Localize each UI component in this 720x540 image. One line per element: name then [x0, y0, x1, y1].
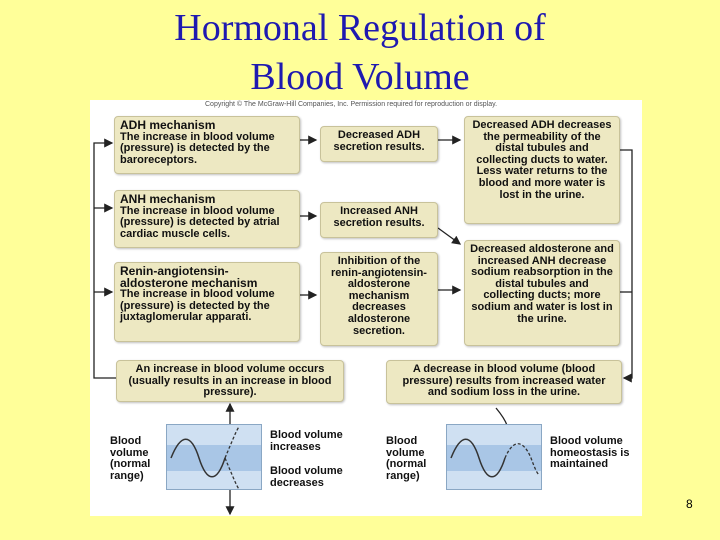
arrow-anhresult-to-aldo: [437, 227, 462, 245]
right-graph-result-label: Blood volume homeostasis is maintained: [550, 435, 630, 471]
adh-result-box: Decreased ADH secretion results.: [320, 126, 438, 162]
anh-mechanism-box: ANH mechanism The increase in blood volu…: [114, 190, 300, 248]
renin-text: The increase in blood volume (pressure) …: [120, 288, 275, 324]
right-wave-line: [450, 438, 540, 478]
left-graph-axis-label: Blood volume (normal range): [110, 435, 151, 482]
left-graph-decrease-label: Blood volume decreases: [270, 465, 343, 489]
anh-text: The increase in blood volume (pressure) …: [120, 204, 280, 240]
adh-heading: ADH mechanism: [120, 118, 216, 132]
left-normal-range-band: [167, 445, 261, 471]
right-feedback-line: [620, 149, 633, 383]
adh-mechanism-box: ADH mechanism The increase in blood volu…: [114, 116, 300, 174]
adh-effect-box: Decreased ADH decreases the permeability…: [464, 116, 620, 224]
renin-mechanism-box: Renin-angiotensin-aldosterone mechanism …: [114, 262, 300, 342]
blood-volume-decrease-box: A decrease in blood volume (blood pressu…: [386, 360, 622, 404]
slide-title-line2: Blood Volume: [250, 56, 470, 98]
left-wave-line: [170, 426, 240, 490]
blood-volume-increase-box: An increase in blood volume occurs (usua…: [116, 360, 344, 402]
right-graph-axis-label: Blood volume (normal range): [386, 435, 427, 482]
left-graph-increase-label: Blood volume increases: [270, 429, 343, 453]
left-volume-graph: [166, 424, 262, 490]
right-normal-range-band: [447, 445, 541, 471]
aldosterone-effect-box: Decreased aldosterone and increased ANH …: [464, 240, 620, 346]
copyright-notice: Copyright © The McGraw-Hill Companies, I…: [205, 101, 498, 108]
anh-result-box: Increased ANH secretion results.: [320, 202, 438, 238]
renin-heading: Renin-angiotensin-aldosterone mechanism: [120, 264, 258, 290]
anh-heading: ANH mechanism: [120, 192, 216, 206]
page-number: 8: [686, 497, 693, 511]
right-volume-graph: [446, 424, 542, 490]
adh-text: The increase in blood volume (pressure) …: [120, 130, 275, 166]
left-feedback-line: [93, 138, 116, 379]
renin-result-box: Inhibition of the renin-angiotensin-aldo…: [320, 252, 438, 346]
slide-title-line1: Hormonal Regulation of: [174, 7, 546, 49]
